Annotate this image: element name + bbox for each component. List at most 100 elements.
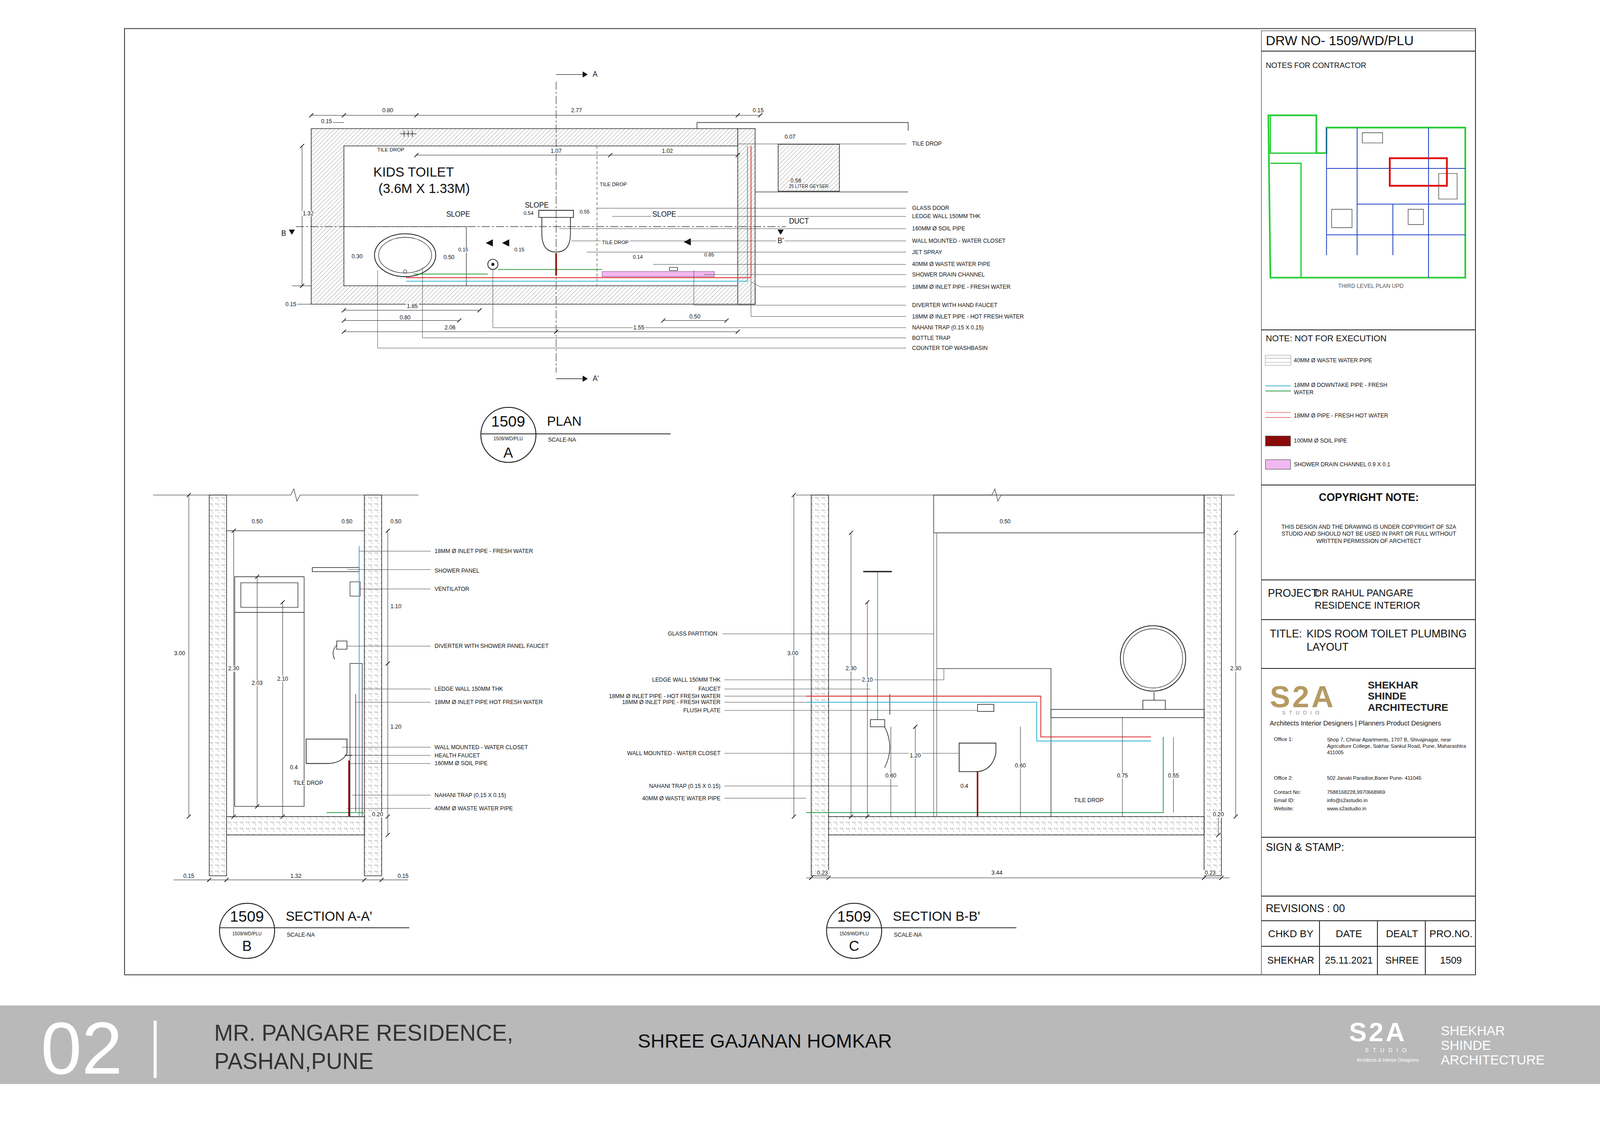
copyright-cell-text: COPYRIGHT NOTE: xyxy=(1319,492,1419,503)
table-cell-text: SHEKHAR xyxy=(1267,955,1315,966)
legend-text: 40MM Ø WASTE WATER PIPE xyxy=(1293,357,1373,364)
drawing-label: 0.54 xyxy=(522,210,535,216)
drawing-label: SLOPE xyxy=(445,210,471,219)
drawing-label: 1.32 xyxy=(301,210,315,216)
drawing-label: A' xyxy=(592,374,600,383)
ventilator xyxy=(349,581,360,596)
table-header: DATE xyxy=(1319,920,1378,946)
view-title-text: A xyxy=(503,446,514,461)
drawing-label: TILE DROP xyxy=(292,779,324,786)
drawing-label: 0.50 xyxy=(442,254,456,260)
title-cell-text: KIDS ROOM TOILET PLUMBING LAYOUT xyxy=(1306,626,1471,654)
tile-drop-symbol xyxy=(400,130,417,137)
section-wall xyxy=(364,494,382,876)
drawing-label: 1.32 xyxy=(289,872,303,878)
footer-band-text: S2A xyxy=(1349,1018,1408,1045)
legend-text: 100MM Ø SOIL PIPE xyxy=(1293,437,1347,444)
shower-mixer xyxy=(870,719,885,727)
drawing-label: TILE DROP xyxy=(598,181,628,188)
drawing-label: 18MM Ø INLET PIPE - HOT FRESH WATER xyxy=(607,693,722,699)
washbasin xyxy=(374,233,436,277)
mirror-inner xyxy=(1123,628,1183,688)
soil-pipe xyxy=(348,760,350,817)
view-title: 15091509/WD/PLUAPLANSCALE-NA xyxy=(479,404,700,466)
drawing-label: 0.75 xyxy=(1116,772,1129,779)
drawing-label: 0.30 xyxy=(350,253,364,259)
view-title: 15091509/WD/PLUCSECTION B-B'SCALE-NA xyxy=(825,899,1045,962)
drawing-label: 0.14 xyxy=(631,254,644,260)
drawing-label: KIDS TOILET xyxy=(372,166,456,180)
fresh-water-pipe xyxy=(358,545,360,817)
drawing-label: 1.20 xyxy=(389,723,403,730)
firm-cell-text: STUDIO xyxy=(1282,710,1323,716)
section-marker xyxy=(555,74,583,379)
geyser-box: 25 LITER GEYSER xyxy=(777,143,840,192)
table-header-text: DEALT xyxy=(1386,928,1419,939)
footer-band-text: MR. PANGARE RESIDENCE, PASHAN,PUNE xyxy=(214,1018,541,1076)
table-cell: 1509 xyxy=(1425,945,1476,975)
legend-cell-text: NOTE: NOT FOR EXECUTION xyxy=(1265,333,1387,343)
drawing-label: GLASS PARTITION xyxy=(666,630,719,637)
sheet-frame xyxy=(124,28,1476,975)
health-faucet xyxy=(344,754,353,756)
title-cell: TITLE: KIDS ROOM TOILET PLUMBING LAYOUT xyxy=(1261,619,1476,669)
revision-cell-text: REVISIONS : 00 xyxy=(1265,903,1346,914)
drawing-label: 2.10 xyxy=(276,675,290,682)
drawing-label: FAUCET xyxy=(697,685,722,692)
table-header-text: DATE xyxy=(1335,928,1363,939)
drawing-label: 18MM Ø INLET PIPE - FRESH WATER xyxy=(911,284,1012,290)
drawing-label: 18MM Ø INLET PIPE HOT FRESH WATER xyxy=(433,699,544,705)
firm-cell-text: SHEKHAR SHINDE ARCHITECTURE xyxy=(1367,679,1449,714)
footer-band-text: SHEKHAR SHINDE ARCHITECTURE xyxy=(1440,1023,1545,1067)
shower-head xyxy=(863,570,893,572)
drawing-label: LEDGE WALL 150MM THK xyxy=(433,685,504,692)
hand-shower xyxy=(884,693,890,768)
legend-sample xyxy=(1265,390,1291,392)
drawing-label: SHOWER DRAIN CHANNEL xyxy=(911,271,986,278)
counter-outline xyxy=(343,226,467,286)
drawing-label: 0.20 xyxy=(1211,811,1225,817)
drawing-label: 0.23 xyxy=(1203,869,1217,876)
firm-cell-text: Office 1: xyxy=(1273,736,1293,742)
beam xyxy=(933,494,1205,533)
title-cell-text: TITLE: xyxy=(1269,628,1302,640)
drawing-label: 0.4 xyxy=(959,783,970,789)
table-header: DEALT xyxy=(1377,920,1426,946)
drawing-label: 0.56 xyxy=(789,177,803,184)
title-underline xyxy=(480,433,671,435)
waste-water-pipe xyxy=(326,811,365,813)
drawing-label: 0.15 xyxy=(320,118,333,125)
drawing-label: 0.85 xyxy=(703,252,716,258)
legend-sample xyxy=(1265,412,1291,418)
diverter-faucet xyxy=(332,640,347,660)
firm-cell-text: Shop 7, Chinar Apartments, 1707 B, Shiva… xyxy=(1326,736,1470,756)
drawing-label: 1.55 xyxy=(632,324,646,331)
drawing-label: 18MM Ø INLET PIPE - HOT FRESH WATER xyxy=(911,313,1025,319)
drawing-label: TILE DROP xyxy=(601,240,630,246)
key-plan-highlight xyxy=(1389,158,1447,186)
footer-band-text: STUDIO xyxy=(1365,1047,1411,1053)
drawing-label: 0.15 xyxy=(751,107,765,113)
water-closet xyxy=(959,742,997,772)
view-title-text: SCALE-NA xyxy=(286,931,316,938)
drawing-label: A xyxy=(592,70,599,78)
legend-text: SHOWER DRAIN CHANNEL 0.9 X 0.1 xyxy=(1293,461,1391,468)
footer-band-text: 02 xyxy=(40,1011,123,1085)
key-plan-outline xyxy=(1268,115,1466,278)
table-header: PRO.NO. xyxy=(1425,920,1476,946)
drawing-label: 18MM Ø INLET PIPE - FRESH WATER xyxy=(433,548,535,554)
title-circle xyxy=(826,903,882,959)
slope-arrow xyxy=(485,238,691,247)
drawing-number-cell-text: DRW NO- 1509/WD/PLU xyxy=(1265,34,1414,48)
drawing-label: 2.06 xyxy=(443,324,457,331)
section-wall xyxy=(1204,494,1222,876)
water-closet xyxy=(306,738,347,764)
waste-water-pipe xyxy=(413,269,603,275)
key-plan-furniture xyxy=(1331,132,1458,228)
firm-cell-text: info@s2astudio.in xyxy=(1326,797,1368,803)
drawing-label: 0.50 xyxy=(389,518,403,525)
section-wall xyxy=(811,494,829,876)
drawing-label: 0.50 xyxy=(998,518,1012,525)
duct-outline xyxy=(696,122,909,192)
view-title-text: SECTION B-B' xyxy=(893,909,981,924)
